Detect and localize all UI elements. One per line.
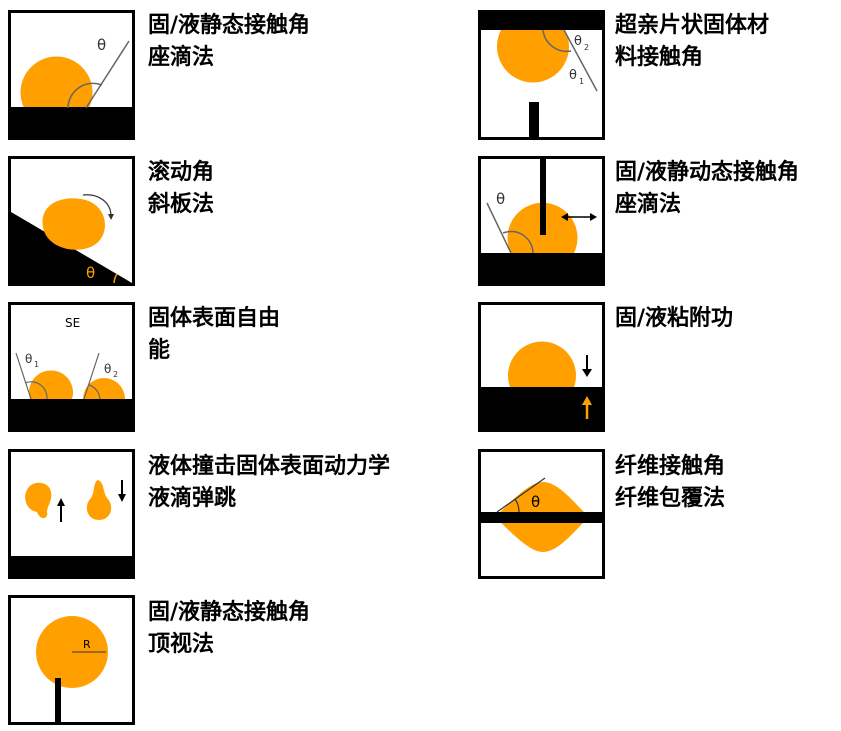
sessile-dynamic-svg: θ — [481, 159, 602, 283]
label-line-1: 固/液静动态接触角 — [615, 160, 800, 185]
theta-2-subscript: 2 — [113, 370, 118, 379]
top-plate — [481, 13, 602, 30]
droplet-1 — [25, 482, 52, 519]
label-line-1: 液体撞击固体表面动力学 — [148, 454, 391, 479]
impact-label: 液体撞击固体表面动力学 液滴弹跳 — [148, 451, 390, 515]
surface-energy-diagram: SE θ 1 θ 2 — [8, 302, 135, 432]
droplet — [508, 341, 576, 387]
superhydrophilic-svg: θ 2 θ 1 — [481, 13, 602, 137]
fiber — [481, 512, 602, 523]
surface-energy-label: 固体表面自由 能 — [148, 303, 280, 367]
surface-energy-svg: SE θ 1 θ 2 — [11, 316, 132, 429]
droplet-1 — [28, 370, 73, 399]
label-line-2: 斜板法 — [148, 192, 215, 217]
label-line-1: 固/液粘附功 — [615, 306, 734, 331]
tangent-line — [496, 477, 546, 513]
hanging-droplet — [497, 30, 569, 83]
adhesion-label: 固/液粘附功 — [615, 303, 733, 335]
rotation-arrow — [82, 194, 112, 217]
sessile-static-svg: θ — [11, 36, 132, 137]
label-line-1: 纤维接触角 — [615, 454, 726, 479]
angle-arc — [67, 82, 103, 109]
superhydrophilic-diagram: θ 2 θ 1 — [478, 10, 605, 140]
angle-arc-2 — [88, 384, 101, 400]
needle — [540, 159, 546, 235]
solid-substrate — [11, 107, 132, 137]
theta-label: θ — [531, 493, 540, 511]
sessile-static-diagram: θ — [8, 10, 135, 140]
droplet — [42, 198, 105, 250]
radius-label: R — [83, 638, 91, 651]
label-line-2: 顶视法 — [148, 632, 215, 657]
top-view-diagram: R — [8, 595, 135, 725]
droplet-2 — [83, 378, 125, 399]
top-view-label: 固/液静态接触角 顶视法 — [148, 597, 310, 661]
motion-arrowhead-left — [561, 213, 568, 221]
fiber-svg: θ — [481, 477, 602, 552]
up-arrowhead — [57, 498, 65, 506]
droplet — [20, 56, 93, 108]
se-label: SE — [65, 316, 80, 330]
adhesion-svg — [481, 341, 602, 429]
sessile-dynamic-label: 固/液静动态接触角 座滴法 — [615, 157, 799, 221]
theta-label: θ — [86, 264, 95, 282]
sliding-svg: θ — [11, 194, 132, 283]
theta-1-subscript: 1 — [579, 77, 584, 86]
adhesion-diagram — [478, 302, 605, 432]
theta-label: θ — [496, 190, 505, 208]
impact-diagram — [8, 449, 135, 579]
sessile-static-label: 固/液静态接触角 座滴法 — [148, 10, 310, 74]
needle — [55, 678, 61, 722]
tangent-line — [85, 40, 130, 109]
superhydrophilic-label: 超亲片状固体材 料接触角 — [615, 10, 769, 74]
up-arrowhead — [582, 396, 592, 405]
fiber-diagram: θ — [478, 449, 605, 579]
label-line-2: 料接触角 — [615, 45, 704, 70]
theta-1-label: θ — [25, 352, 32, 366]
angle-arc — [542, 29, 572, 53]
tangent-line-1 — [15, 352, 32, 400]
sliding-label: 滚动角 斜板法 — [148, 157, 214, 221]
label-line-1: 超亲片状固体材 — [615, 13, 770, 38]
theta-2-label: θ — [574, 34, 582, 49]
solid-substrate — [481, 253, 602, 283]
angle-arc-1 — [24, 381, 48, 400]
theta-label: θ — [97, 36, 106, 54]
theta-2-label: θ — [104, 362, 111, 376]
solid-substrate — [11, 556, 132, 576]
rotation-arrowhead — [108, 214, 114, 220]
solid-substrate — [11, 399, 132, 429]
label-line-1: 固/液静态接触角 — [148, 600, 311, 625]
fiber-label: 纤维接触角 纤维包覆法 — [615, 451, 725, 515]
top-view-svg: R — [36, 616, 108, 722]
down-arrowhead — [582, 369, 592, 377]
label-line-2: 座滴法 — [148, 45, 215, 70]
label-line-2: 能 — [148, 338, 171, 363]
tangent-line-2 — [83, 352, 100, 400]
theta-1-subscript: 1 — [34, 360, 39, 369]
label-line-1: 固/液静态接触角 — [148, 13, 311, 38]
droplet-2 — [86, 480, 112, 520]
motion-arrowhead-right — [590, 213, 597, 221]
label-line-1: 固体表面自由 — [148, 306, 281, 331]
sessile-dynamic-diagram: θ — [478, 156, 605, 286]
solid-substrate — [481, 387, 602, 429]
tangent-line — [486, 202, 512, 254]
theta-2-subscript: 2 — [584, 43, 589, 52]
impact-svg — [11, 480, 132, 576]
sliding-diagram: θ — [8, 156, 135, 286]
angle-arc — [113, 273, 118, 283]
angle-arc — [502, 230, 534, 254]
label-line-2: 液滴弹跳 — [148, 486, 237, 511]
angle-arc — [514, 498, 520, 513]
label-line-1: 滚动角 — [148, 160, 215, 185]
theta-1-label: θ — [569, 68, 577, 83]
label-line-2: 座滴法 — [615, 192, 682, 217]
label-line-2: 纤维包覆法 — [615, 486, 726, 511]
down-arrowhead — [118, 494, 126, 502]
needle — [529, 102, 539, 137]
tangent-line — [563, 29, 598, 92]
